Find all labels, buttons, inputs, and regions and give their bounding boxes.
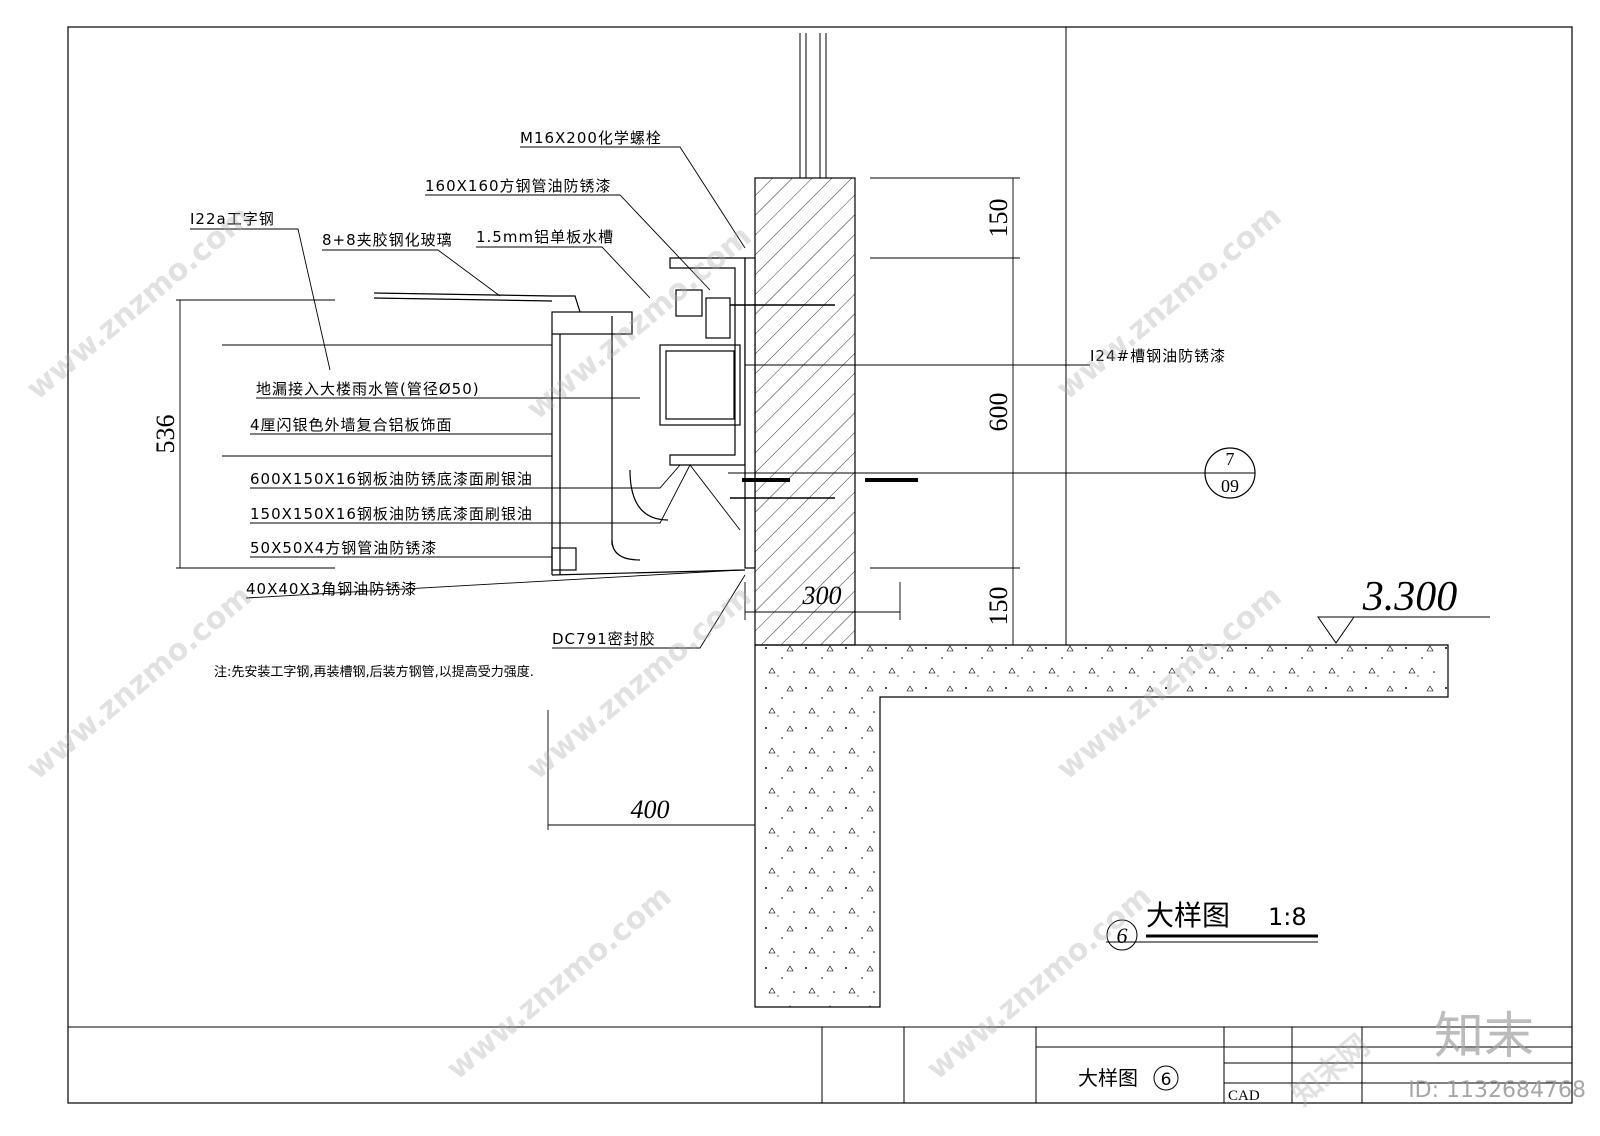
title-block-text: 大样图 6 CAD: [1078, 1065, 1260, 1104]
annotations: M16X200化学螺栓 160X160方钢管油防锈漆 I22a工字钢 8+8夹胶…: [190, 129, 1226, 680]
elevation-marker: [1317, 616, 1490, 644]
concrete-slab: [754, 644, 1449, 1008]
title-block-drawing-no: 6: [1161, 1070, 1172, 1090]
label-plate-150: 150X150X16钢板油防锈底漆面刷银油: [250, 505, 533, 523]
section-ref-bottom: 09: [1221, 476, 1239, 496]
label-tube-50: 50X50X4方钢管油防锈漆: [250, 539, 437, 557]
label-sealant: DC791密封胶: [552, 630, 656, 648]
brand-logo: 知末: [1434, 1007, 1534, 1065]
dimension-texts: 150 600 150 536 300 400 3.300: [151, 199, 1457, 825]
title-block: [68, 1026, 1572, 1103]
label-square-tube-160: 160X160方钢管油防锈漆: [425, 177, 612, 195]
label-glass: 8+8夹胶钢化玻璃: [322, 231, 453, 249]
title-block-drawing-name: 大样图: [1078, 1066, 1138, 1090]
steel-frame: [373, 257, 756, 576]
label-gutter: 1.5mm铝单板水槽: [476, 228, 614, 246]
dim-150-top: 150: [984, 199, 1013, 238]
anchor-bolts: [730, 304, 918, 499]
dim-150-bottom: 150: [984, 587, 1013, 626]
detail-title: 6 大样图 1:8: [1106, 899, 1318, 951]
section-reference: 7 09: [1204, 447, 1256, 499]
dim-600: 600: [984, 393, 1013, 432]
dimension-lines: [176, 177, 1020, 830]
label-drain: 地漏接入大楼雨水管(管径Ø50): [256, 380, 480, 398]
image-id: ID: 1132684768: [1408, 1078, 1586, 1103]
label-plate-600: 600X150X16钢板油防锈底漆面刷银油: [250, 470, 533, 488]
label-cladding: 4厘闪银色外墙复合铝板饰面: [250, 416, 453, 434]
detail-scale: 1:8: [1268, 903, 1307, 931]
label-angle-40: 40X40X3角钢油防锈漆: [246, 580, 417, 598]
masonry-wall: [754, 177, 856, 646]
detail-title-text: 大样图: [1146, 899, 1230, 932]
upper-mullion: [799, 33, 827, 179]
section-ref-top: 7: [1226, 449, 1235, 469]
dim-300: 300: [802, 581, 842, 610]
label-bolt: M16X200化学螺栓: [520, 129, 662, 147]
elevation-value: 3.300: [1362, 574, 1458, 620]
label-channel: I24#槽钢油防锈漆: [1090, 347, 1226, 365]
dim-400: 400: [631, 795, 670, 824]
title-block-software: CAD: [1228, 1088, 1260, 1104]
detail-number: 6: [1117, 923, 1128, 948]
install-note: 注:先安装工字钢,再装槽钢,后装方钢管,以提高受力强度.: [214, 664, 534, 680]
dim-536: 536: [151, 415, 180, 454]
leader-lines: [190, 146, 1205, 649]
sheet-border: [67, 26, 1573, 1104]
label-i-beam: I22a工字钢: [190, 210, 275, 228]
